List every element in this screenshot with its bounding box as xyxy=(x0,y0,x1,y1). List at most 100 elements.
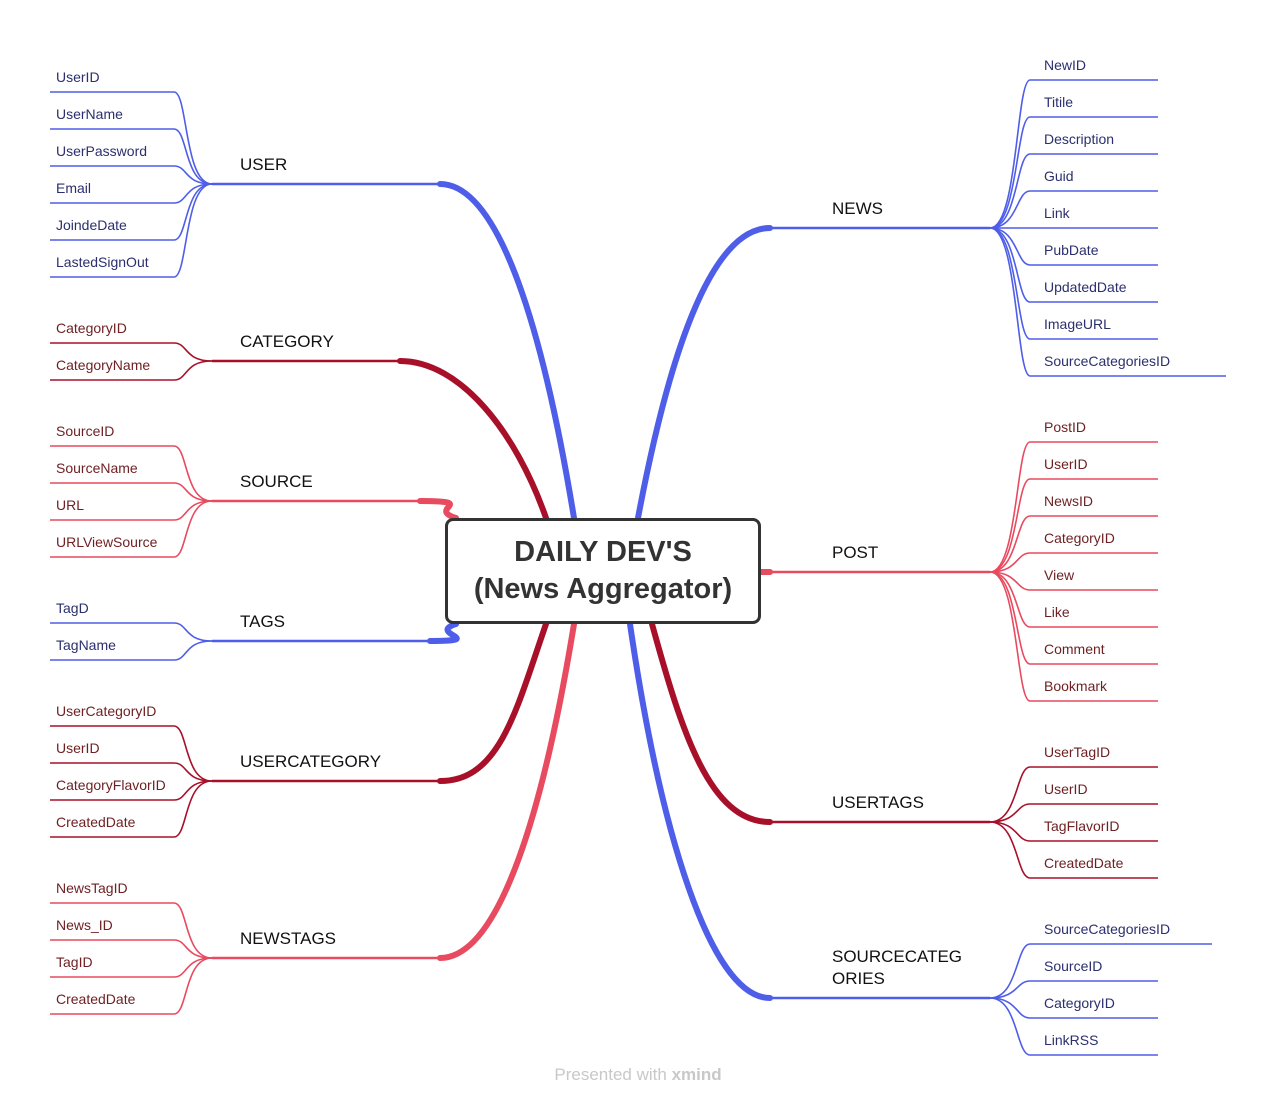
sub-branch-usertags xyxy=(989,821,1031,879)
field-label-usertags[interactable]: UserTagID xyxy=(1044,744,1110,760)
topic-title-news[interactable]: NEWS xyxy=(832,199,883,218)
sub-branch-post xyxy=(989,515,1031,573)
sub-branch-post xyxy=(989,552,1031,573)
sub-branch-post xyxy=(989,478,1031,573)
field-label-usertags[interactable]: TagFlavorID xyxy=(1044,818,1119,834)
main-branch-user xyxy=(437,181,577,521)
sub-branch-sourcecategories xyxy=(989,997,1031,1056)
field-label-source[interactable]: URL xyxy=(56,497,84,513)
sub-branch-usercategory xyxy=(173,762,213,782)
topic-title-newstags[interactable]: NEWSTAGS xyxy=(240,929,336,948)
field-label-user[interactable]: Email xyxy=(56,180,91,196)
sub-branch-post xyxy=(989,571,1031,702)
sub-branch-sourcecategories xyxy=(989,943,1031,999)
field-label-user[interactable]: LastedSignOut xyxy=(56,254,149,270)
central-topic-title: DAILY DEV'S xyxy=(514,536,692,568)
field-label-user[interactable]: UserName xyxy=(56,106,123,122)
sub-branch-usercategory xyxy=(173,780,213,801)
field-label-user[interactable]: JoindeDate xyxy=(56,217,127,233)
field-label-post[interactable]: UserID xyxy=(1044,456,1088,472)
field-label-source[interactable]: SourceName xyxy=(56,460,138,476)
field-label-news[interactable]: Description xyxy=(1044,131,1114,147)
sub-branch-news xyxy=(989,153,1031,229)
field-label-usercategory[interactable]: UserCategoryID xyxy=(56,703,156,719)
field-label-news[interactable]: UpdatedDate xyxy=(1044,279,1127,295)
field-label-sourcecategories[interactable]: SourceCategoriesID xyxy=(1044,921,1170,937)
field-label-newstags[interactable]: CreatedDate xyxy=(56,991,136,1007)
topic-title-post[interactable]: POST xyxy=(832,543,878,562)
sub-branch-source xyxy=(173,500,213,521)
field-label-newstags[interactable]: NewsTagID xyxy=(56,880,128,896)
central-topic[interactable]: DAILY DEV'S (News Aggregator) xyxy=(445,518,761,624)
field-label-news[interactable]: NewID xyxy=(1044,57,1086,73)
field-label-news[interactable]: Link xyxy=(1044,205,1071,221)
field-label-post[interactable]: NewsID xyxy=(1044,493,1093,509)
sub-branches xyxy=(50,79,1226,1056)
field-label-post[interactable]: PostID xyxy=(1044,419,1086,435)
topic-title-sourcecategories[interactable]: SOURCECATEG xyxy=(832,947,962,966)
field-label-user[interactable]: UserID xyxy=(56,69,100,85)
sub-branch-user xyxy=(173,91,213,185)
sub-branch-category xyxy=(173,360,213,381)
topic-title-user[interactable]: USER xyxy=(240,155,287,174)
topic-title-usertags[interactable]: USERTAGS xyxy=(832,793,924,812)
field-label-newstags[interactable]: News_ID xyxy=(56,917,113,933)
field-label-news[interactable]: Guid xyxy=(1044,168,1074,184)
field-label-news[interactable]: ImageURL xyxy=(1044,316,1111,332)
sub-branch-tags xyxy=(173,622,213,642)
xmind-logo: xmind xyxy=(671,1065,722,1084)
field-label-usercategory[interactable]: UserID xyxy=(56,740,100,756)
footer-credit: Presented with xmind xyxy=(0,1065,1276,1085)
sub-branch-user xyxy=(173,183,213,204)
field-label-post[interactable]: Like xyxy=(1044,604,1070,620)
field-label-usercategory[interactable]: CreatedDate xyxy=(56,814,136,830)
field-label-sourcecategories[interactable]: SourceID xyxy=(1044,958,1102,974)
main-branch-tags xyxy=(427,621,460,644)
field-label-post[interactable]: CategoryID xyxy=(1044,530,1115,546)
main-branch-usertags xyxy=(649,621,773,825)
field-label-tags[interactable]: TagName xyxy=(56,637,116,653)
field-label-newstags[interactable]: TagID xyxy=(56,954,93,970)
main-branch-news xyxy=(635,225,773,521)
field-label-usertags[interactable]: UserID xyxy=(1044,781,1088,797)
sub-branch-usertags xyxy=(989,766,1031,823)
field-label-category[interactable]: CategoryName xyxy=(56,357,150,373)
field-label-sourcecategories[interactable]: LinkRSS xyxy=(1044,1032,1098,1048)
labels: USER UserID UserNameUserPasswordEmailJoind… xyxy=(56,57,1170,1048)
sub-branch-tags xyxy=(173,640,213,661)
field-label-usertags[interactable]: CreatedDate xyxy=(1044,855,1124,871)
topic-title-tags[interactable]: TAGS xyxy=(240,612,285,631)
topic-title-usercategory[interactable]: USERCATEGORY xyxy=(240,752,381,771)
footer-prefix: Presented with xyxy=(554,1065,672,1084)
field-label-category[interactable]: CategoryID xyxy=(56,320,127,336)
field-label-news[interactable]: Titile xyxy=(1044,94,1073,110)
sub-branch-user xyxy=(173,183,213,278)
field-label-source[interactable]: URLViewSource xyxy=(56,534,158,550)
sub-branch-source xyxy=(173,500,213,558)
field-label-news[interactable]: PubDate xyxy=(1044,242,1099,258)
field-label-post[interactable]: View xyxy=(1044,567,1075,583)
field-label-news[interactable]: SourceCategoriesID xyxy=(1044,353,1170,369)
sub-branch-user xyxy=(173,165,213,185)
topic-title-category[interactable]: CATEGORY xyxy=(240,332,334,351)
field-label-tags[interactable]: TagD xyxy=(56,600,89,616)
sub-branch-sourcecategories xyxy=(989,980,1031,999)
main-branch-newstags xyxy=(437,621,577,961)
central-topic-subtitle: (News Aggregator) xyxy=(473,573,733,605)
field-label-post[interactable]: Comment xyxy=(1044,641,1105,657)
sub-branch-source xyxy=(173,445,213,502)
sub-branch-news xyxy=(989,116,1031,229)
sub-branch-newstags xyxy=(173,957,213,1015)
topic-title-sourcecategories[interactable]: ORIES xyxy=(832,969,885,988)
main-branches xyxy=(212,181,990,1001)
field-label-usercategory[interactable]: CategoryFlavorID xyxy=(56,777,166,793)
sub-branch-newstags xyxy=(173,902,213,959)
field-label-sourcecategories[interactable]: CategoryID xyxy=(1044,995,1115,1011)
sub-branch-usercategory xyxy=(173,780,213,838)
topic-title-source[interactable]: SOURCE xyxy=(240,472,313,491)
field-label-user[interactable]: UserPassword xyxy=(56,143,147,159)
sub-branch-post xyxy=(989,571,1031,628)
field-label-source[interactable]: SourceID xyxy=(56,423,114,439)
field-label-post[interactable]: Bookmark xyxy=(1044,678,1108,694)
